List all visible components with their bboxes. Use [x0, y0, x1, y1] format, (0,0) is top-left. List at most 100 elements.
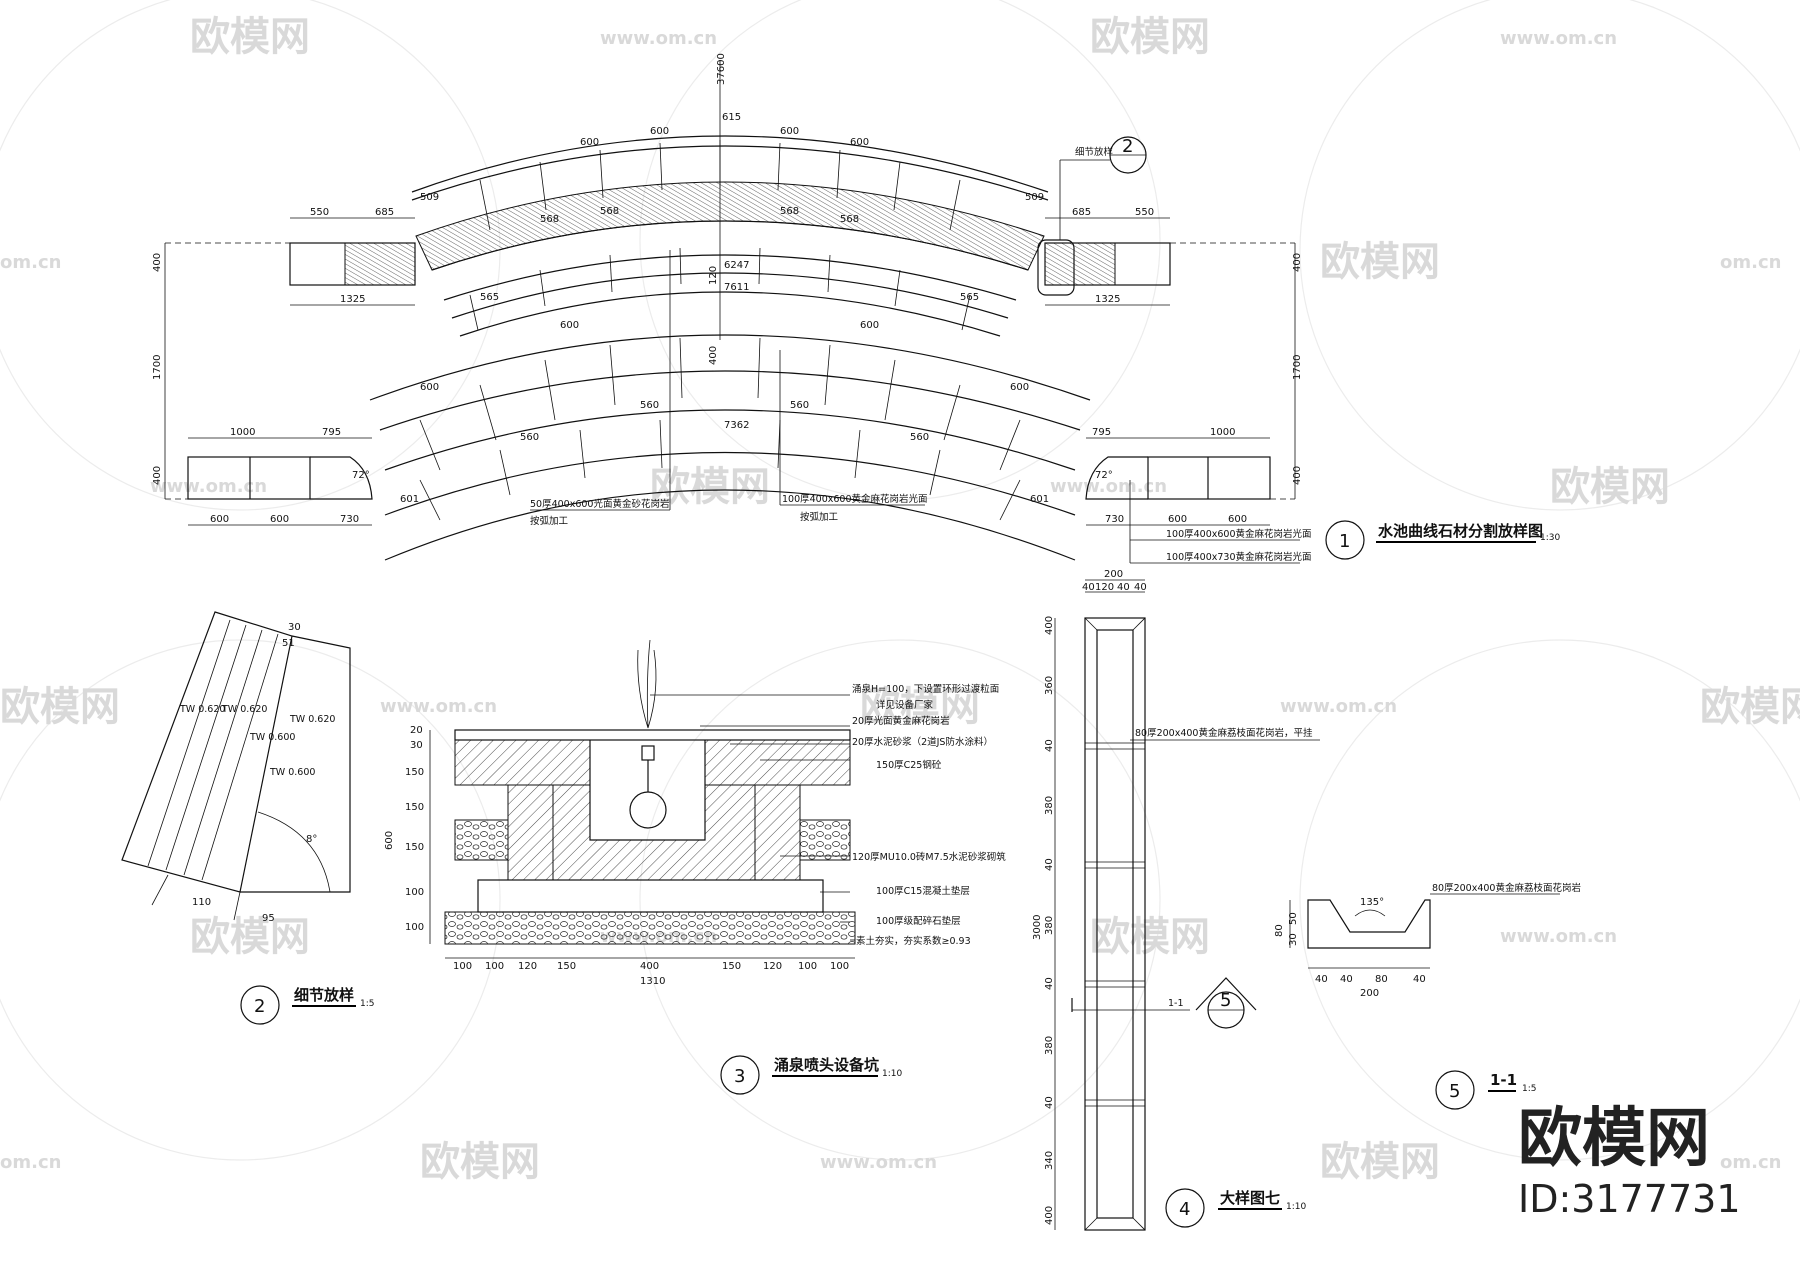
detail3-bottom-dim: 120 [518, 961, 537, 972]
detail4-drawing: 40 120 40 40 200 400 360 40 380 40 380 4… [1032, 569, 1320, 1231]
plan-dim: 560 [520, 432, 539, 443]
watermark-site: www.om.cn [1050, 476, 1167, 497]
plan-dim: 568 [600, 206, 619, 217]
plan-dim: 601 [1030, 494, 1049, 505]
plan-dim: 600 [1010, 382, 1029, 393]
detail5-left-dim: 30 [1288, 933, 1299, 946]
plan-dim: 550 [1135, 207, 1154, 218]
detail2-scale: 1:5 [360, 999, 374, 1009]
plan-dim: 568 [780, 206, 799, 217]
plan-dim: 1325 [340, 294, 365, 305]
detail4-top-dim: 40 [1082, 582, 1095, 593]
plan-dim: 1700 [152, 355, 163, 380]
plan-dim: 600 [1228, 514, 1247, 525]
detail2-angle: 8° [306, 834, 317, 845]
detail4-left-dim: 40 [1044, 1096, 1055, 1109]
detail3-callout-number: 3 [734, 1066, 745, 1087]
plan-dim: 400 [708, 346, 719, 365]
plan-angle: 72° [352, 470, 370, 481]
plan-dim: 400 [152, 253, 163, 272]
detail3-note: 素土夯实，夯实系数≥0.93 [856, 935, 971, 947]
detail2-title: 细节放样 [294, 986, 354, 1004]
plan-angle: 72° [1095, 470, 1113, 481]
detail2-level: TW 0.600 [249, 732, 295, 743]
plan-dim: 560 [790, 400, 809, 411]
watermark-brand: 欧模网 [1320, 1139, 1440, 1185]
detail3-note: 20厚水泥砂浆（2道JS防水涂料） [852, 736, 993, 748]
plan-scale: 1:30 [1540, 533, 1560, 543]
plan-note: 100厚400x600黄金麻花岗岩光面 [1166, 528, 1312, 540]
plan-dim: 685 [1072, 207, 1091, 218]
detail3-left-dim: 150 [405, 767, 424, 778]
detail4-note: 80厚200x400黄金麻荔枝面花岗岩，平挂 [1135, 727, 1313, 739]
detail3-left-dim: 20 [410, 725, 423, 736]
detail3-note: 详见设备厂家 [876, 699, 934, 711]
plan-dim: 795 [1092, 427, 1111, 438]
watermark-site: www.om.cn [1500, 926, 1617, 947]
detail4-left-dim: 400 [1044, 1206, 1055, 1225]
detail3-bottom-dim: 150 [722, 961, 741, 972]
watermark-site: www.om.cn [1280, 696, 1397, 717]
detail4-scale: 1:10 [1286, 1202, 1306, 1212]
detail3-left-dim: 30 [410, 740, 423, 751]
plan-dim: 730 [1105, 514, 1124, 525]
watermark-brand: 欧模网 [1090, 14, 1210, 60]
detail4-top-dim: 40 [1117, 582, 1130, 593]
plan-dim: 600 [1168, 514, 1187, 525]
watermark-site-short: om.cn [1720, 1152, 1781, 1173]
detail3-bottom-dim: 100 [798, 961, 817, 972]
detail3-left-dim: 100 [405, 922, 424, 933]
detail2-dim: 30 [288, 622, 301, 633]
plan-dim: 509 [1025, 192, 1044, 203]
detail3-left-dim: 100 [405, 887, 424, 898]
watermark-brand: 欧模网 [1550, 464, 1670, 510]
plan-dim: 600 [210, 514, 229, 525]
plan-detail-ref-number: 2 [1122, 136, 1133, 157]
detail4-callout-number: 4 [1179, 1199, 1190, 1220]
detail4-title: 大样图七 [1220, 1189, 1280, 1207]
plan-dim: 730 [340, 514, 359, 525]
detail2-level: TW 0.620 [179, 704, 225, 715]
brand-id-text: ID:3177731 [1518, 1177, 1741, 1221]
watermark-site-short: om.cn [1720, 252, 1781, 273]
plan-dim: 601 [400, 494, 419, 505]
detail5-angle: 135° [1360, 897, 1384, 908]
plan-detail-ref-label: 细节放样 [1075, 146, 1113, 158]
plan-dim: 1325 [1095, 294, 1120, 305]
watermark-site-short: om.cn [0, 1152, 61, 1173]
plan-title: 水池曲线石材分割放样图 [1378, 522, 1543, 540]
detail4-total-top: 200 [1104, 569, 1123, 580]
plan-dim: 400 [1292, 253, 1303, 272]
plan-dim: 560 [640, 400, 659, 411]
detail5-left-dim: 80 [1274, 924, 1285, 937]
plan-dim: 550 [310, 207, 329, 218]
plan-dim: 685 [375, 207, 394, 218]
watermark-site: www.om.cn [600, 28, 717, 49]
detail3-note: 150厚C25钢砼 [876, 759, 942, 771]
detail3-drawing: 20 30 150 150 150 100 100 600 100 100 12… [384, 639, 1006, 1095]
plan-callout-number: 1 [1339, 531, 1350, 552]
detail2-level: TW 0.620 [221, 704, 267, 715]
detail5-total-bottom: 200 [1360, 988, 1379, 999]
plan-dim: 600 [270, 514, 289, 525]
detail4-left-dim: 400 [1044, 616, 1055, 635]
detail3-bottom-dim: 120 [763, 961, 782, 972]
detail4-left-dim: 380 [1044, 796, 1055, 815]
plan-dim: 600 [560, 320, 579, 331]
detail3-left-dim: 150 [405, 802, 424, 813]
plan-dim: 6247 [724, 260, 749, 271]
detail5-bottom-dim: 40 [1413, 974, 1426, 985]
detail5-bottom-dim: 40 [1315, 974, 1328, 985]
plan-dim: 565 [480, 292, 499, 303]
plan-dim: 600 [860, 320, 879, 331]
detail3-total-bottom: 1310 [640, 976, 665, 987]
detail3-note: 100厚级配碎石垫层 [876, 915, 961, 927]
plan-dim: 120 [708, 266, 719, 285]
plan-note: 100厚400x730黄金麻花岗岩光面 [1166, 551, 1312, 563]
detail4-left-dim: 380 [1044, 1036, 1055, 1055]
plan-dim: 565 [960, 292, 979, 303]
plan-dim: 1700 [1292, 355, 1303, 380]
plan-dim: 509 [420, 192, 439, 203]
detail4-left-dim: 40 [1044, 858, 1055, 871]
detail2-dim: 51 [282, 638, 295, 649]
